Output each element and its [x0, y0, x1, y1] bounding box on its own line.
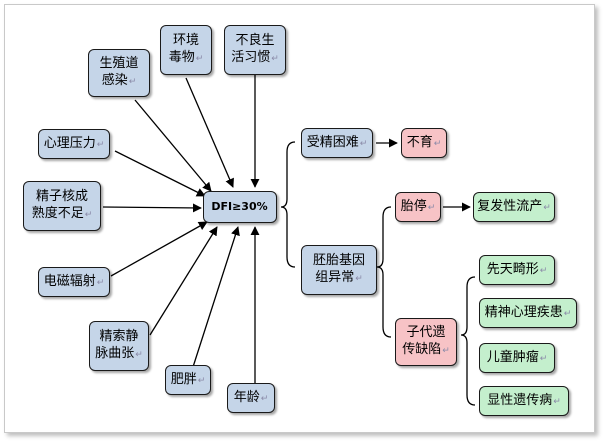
factor-label: 环境 毒物 — [169, 32, 204, 68]
arrow-obesity-to-center — [192, 226, 240, 368]
factor-reproductive-tract-infection: 生殖道 感染 — [88, 49, 150, 97]
brace-center — [280, 141, 296, 268]
brace-embryo — [376, 206, 392, 338]
outcome-infertility: 不育 — [401, 128, 447, 158]
arrow-toxins-to-center — [185, 77, 234, 188]
outcome-label: 精神心理疾患 — [485, 304, 572, 323]
factor-varicocele: 精索静 脉曲张 — [89, 321, 149, 371]
factor-label: 电磁辐射 — [44, 273, 105, 292]
factor-label: 心理压力 — [44, 135, 105, 154]
outcome-label: 不育 — [407, 134, 442, 153]
factor-electromagnetic-radiation: 电磁辐射 — [38, 267, 110, 297]
brace-offspring — [460, 276, 476, 406]
outcome-label: 复发性流产 — [477, 198, 551, 217]
outcome-label: 胎停 — [401, 198, 436, 217]
outcome-childhood-tumors: 儿童肿瘤 — [479, 343, 555, 373]
outcome-label: 受精困难 — [307, 134, 368, 153]
outcome-mental-disorders: 精神心理疾患 — [479, 298, 577, 328]
factor-bad-habits: 不良生 活习惯 — [224, 25, 286, 75]
factor-label: 精索静 脉曲张 — [95, 328, 143, 364]
factor-sperm-immaturity: 精子核成 熟度不足 — [23, 181, 101, 231]
factor-label: 不良生 活习惯 — [231, 32, 279, 68]
factor-psychological-stress: 心理压力 — [38, 129, 110, 159]
outcome-dominant-genetic-disease: 显性遗传病 — [479, 386, 569, 416]
outcome-offspring-defects: 子代遗 传缺陷 — [395, 318, 457, 366]
factor-label: 肥胖 — [171, 371, 206, 390]
factor-label: 生殖道 感染 — [99, 55, 138, 91]
center-label: DFI≥30% — [211, 199, 268, 213]
arrow-maturity-to-center — [102, 203, 202, 213]
outcome-label: 显性遗传病 — [487, 392, 561, 411]
arrow-varicocele-to-center — [149, 226, 218, 336]
outcome-fertilization-difficulty: 受精困难 — [301, 128, 373, 158]
factor-age: 年龄 — [227, 383, 275, 413]
arrow-infection-to-center — [134, 99, 212, 192]
outcome-label: 儿童肿瘤 — [487, 349, 548, 368]
factor-environmental-toxins: 环境 毒物 — [160, 25, 212, 75]
factor-obesity: 肥胖 — [165, 365, 211, 395]
outcome-label: 先天畸形 — [487, 261, 548, 280]
factor-label: 精子核成 熟度不足 — [32, 188, 93, 224]
factor-label: 年龄 — [234, 389, 269, 408]
outcome-recurrent-miscarriage: 复发性流产 — [473, 192, 555, 222]
arrow-stress-to-center — [114, 150, 206, 197]
arrow-radiation-to-center — [110, 221, 208, 277]
outcome-label: 胚胎基因 组异常 — [313, 252, 365, 288]
center-node-dfi: DFI≥30% — [203, 191, 277, 223]
outcome-embryo-abnormality: 胚胎基因 组异常 — [301, 245, 377, 295]
outcome-label: 子代遗 传缺陷 — [402, 324, 450, 360]
outcome-birth-defects: 先天畸形 — [479, 255, 555, 285]
diagram-frame: 生殖道 感染 环境 毒物 不良生 活习惯 心理压力 精子核成 熟度不足 电磁辐射… — [4, 4, 595, 433]
connector-layer — [102, 75, 476, 406]
outcome-embryo-arrest: 胎停 — [395, 192, 441, 222]
